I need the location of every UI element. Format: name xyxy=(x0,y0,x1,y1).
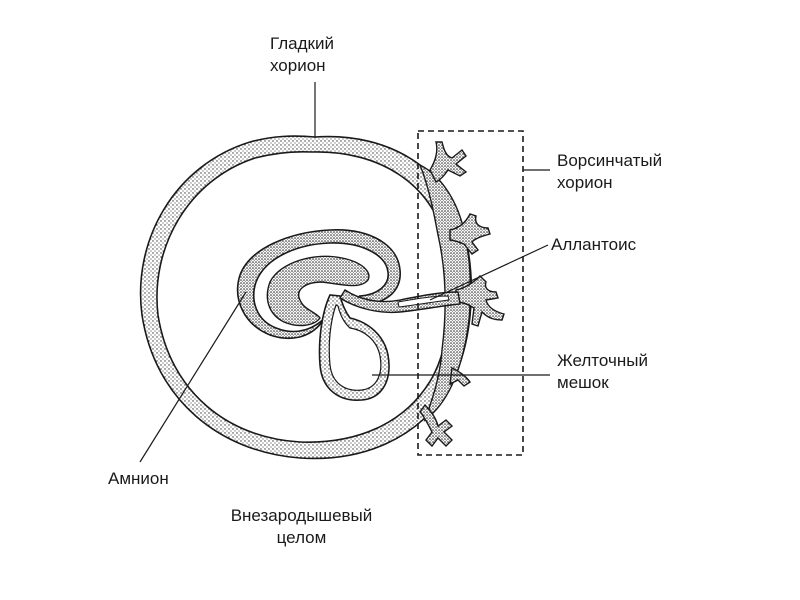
label-coelom-line1: Внезародышевый xyxy=(230,506,373,525)
chorionic-villi xyxy=(419,141,505,448)
label-coelom: Внезародышевый целом xyxy=(204,505,399,549)
label-allantois-line1: Аллантоис xyxy=(551,235,637,254)
label-yolk-sac-line2: мешок xyxy=(557,373,609,392)
label-villous-chorion: Ворсинчатый хорион xyxy=(557,150,662,194)
amnion xyxy=(236,229,401,339)
leader-allantois xyxy=(429,244,549,301)
label-yolk-sac-line1: Желточный xyxy=(557,351,648,370)
label-amnion: Амнион xyxy=(108,468,169,490)
leader-amnion xyxy=(139,291,247,463)
yolk-sac xyxy=(318,294,390,401)
label-coelom-line2: целом xyxy=(276,528,327,547)
label-villous-chorion-line1: Ворсинчатый xyxy=(557,151,663,170)
label-amnion-line1: Амнион xyxy=(108,469,169,488)
label-smooth-chorion-line1: Гладкий xyxy=(270,34,334,53)
label-allantois: Аллантоис xyxy=(551,234,636,256)
embryo-body xyxy=(266,255,370,327)
label-smooth-chorion-line2: хорион xyxy=(270,56,326,75)
villous-chorion-box xyxy=(417,130,524,456)
allantois xyxy=(339,289,461,314)
label-yolk-sac: Желточный мешок xyxy=(557,350,648,394)
label-villous-chorion-line2: хорион xyxy=(557,173,613,192)
leader-lines xyxy=(139,82,550,463)
label-smooth-chorion: Гладкий хорион xyxy=(270,33,334,77)
